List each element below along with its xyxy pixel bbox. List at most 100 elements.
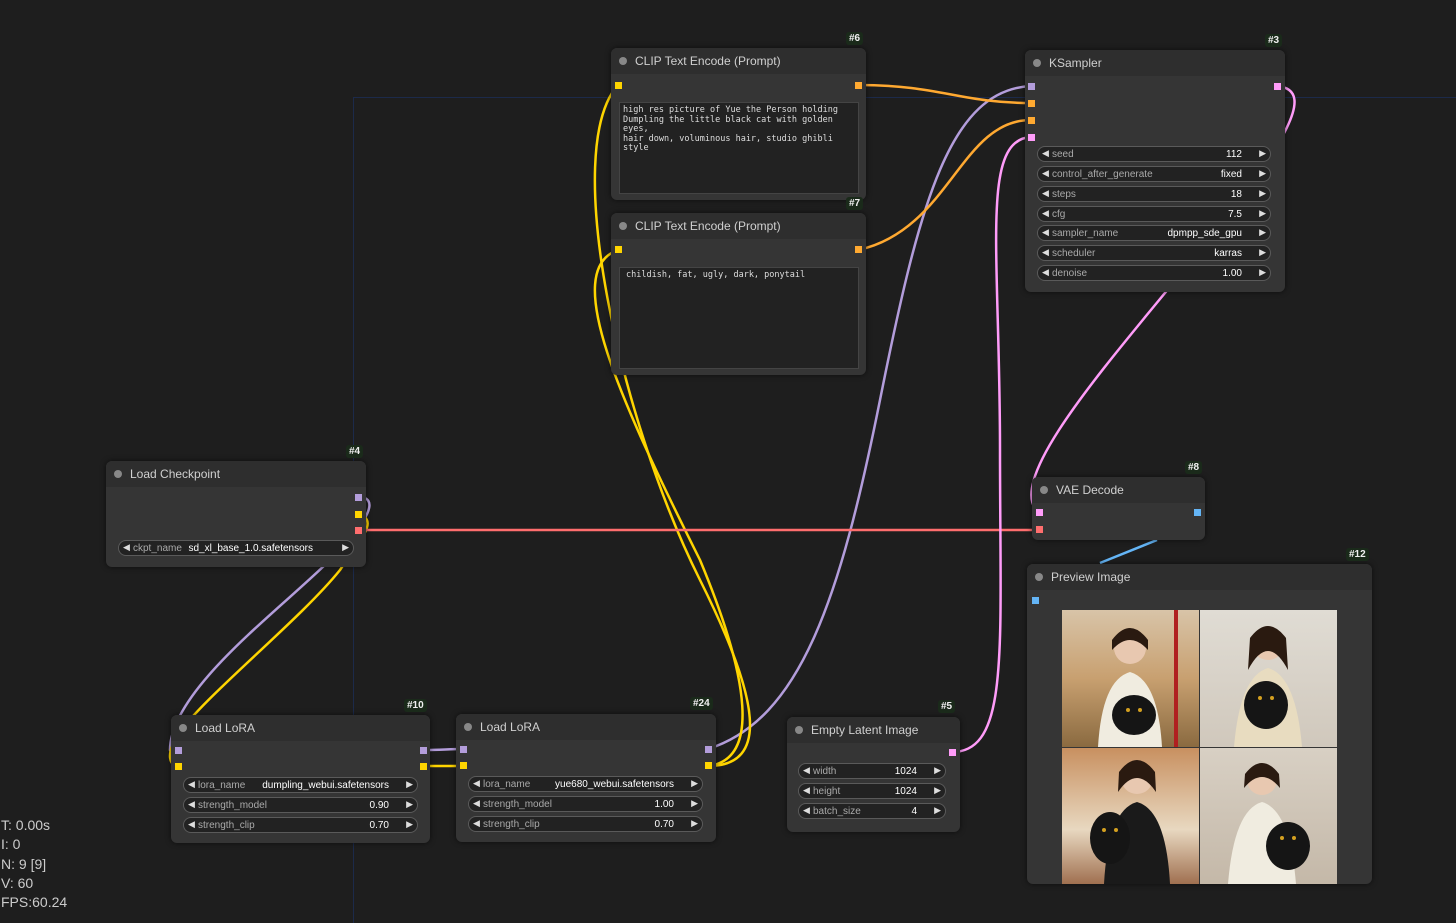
clip-output-slot[interactable] [355, 511, 362, 518]
increment-arrow-icon[interactable]: ▶ [691, 778, 698, 788]
clip-input-slot[interactable] [615, 246, 622, 253]
decrement-arrow-icon[interactable]: ◀ [188, 779, 195, 789]
node-clip-text-encode-positive[interactable]: CLIP Text Encode (Prompt) high res pictu… [611, 48, 866, 200]
decrement-arrow-icon[interactable]: ◀ [473, 818, 480, 828]
decrement-arrow-icon[interactable]: ◀ [1042, 267, 1049, 277]
model-output-slot[interactable] [355, 494, 362, 501]
increment-arrow-icon[interactable]: ▶ [1259, 227, 1266, 237]
increment-arrow-icon[interactable]: ▶ [406, 799, 413, 809]
latent-output-slot[interactable] [949, 749, 956, 756]
model-input-slot[interactable] [460, 746, 467, 753]
increment-arrow-icon[interactable]: ▶ [406, 779, 413, 789]
decrement-arrow-icon[interactable]: ◀ [188, 819, 195, 829]
node-title[interactable]: Preview Image [1027, 564, 1372, 590]
samples-input-slot[interactable] [1036, 509, 1043, 516]
model-input-slot[interactable] [1028, 83, 1035, 90]
collapse-dot-icon[interactable] [1035, 573, 1043, 581]
node-title[interactable]: VAE Decode [1032, 477, 1205, 503]
latent-output-slot[interactable] [1274, 83, 1281, 90]
positive-input-slot[interactable] [1028, 100, 1035, 107]
decrement-arrow-icon[interactable]: ◀ [1042, 148, 1049, 158]
collapse-dot-icon[interactable] [114, 470, 122, 478]
images-input-slot[interactable] [1032, 597, 1039, 604]
collapse-dot-icon[interactable] [619, 57, 627, 65]
collapse-dot-icon[interactable] [1033, 59, 1041, 67]
node-title[interactable]: Empty Latent Image [787, 717, 960, 743]
decrement-arrow-icon[interactable]: ◀ [123, 542, 130, 552]
collapse-dot-icon[interactable] [179, 724, 187, 732]
node-title[interactable]: CLIP Text Encode (Prompt) [611, 48, 866, 74]
node-title[interactable]: Load Checkpoint [106, 461, 366, 487]
prompt-textarea[interactable]: high res picture of Yue the Person holdi… [619, 102, 859, 194]
preview-image-2[interactable] [1200, 610, 1337, 747]
conditioning-output-slot[interactable] [855, 246, 862, 253]
preview-image-1[interactable] [1062, 610, 1199, 747]
negative-input-slot[interactable] [1028, 117, 1035, 124]
decrement-arrow-icon[interactable]: ◀ [803, 765, 810, 775]
node-vae-decode[interactable]: VAE Decode [1032, 477, 1205, 540]
collapse-dot-icon[interactable] [619, 222, 627, 230]
decrement-arrow-icon[interactable]: ◀ [473, 778, 480, 788]
decrement-arrow-icon[interactable]: ◀ [1042, 168, 1049, 178]
decrement-arrow-icon[interactable]: ◀ [188, 799, 195, 809]
vae-input-slot[interactable] [1036, 526, 1043, 533]
conditioning-output-slot[interactable] [855, 82, 862, 89]
increment-arrow-icon[interactable]: ▶ [342, 542, 349, 552]
latent-input-slot[interactable] [1028, 134, 1035, 141]
increment-arrow-icon[interactable]: ▶ [934, 785, 941, 795]
collapse-dot-icon[interactable] [1040, 486, 1048, 494]
decrement-arrow-icon[interactable]: ◀ [1042, 188, 1049, 198]
clip-output-slot[interactable] [705, 762, 712, 769]
increment-arrow-icon[interactable]: ▶ [1259, 168, 1266, 178]
clip-input-slot[interactable] [460, 762, 467, 769]
collapse-dot-icon[interactable] [464, 723, 472, 731]
model-output-slot[interactable] [420, 747, 427, 754]
increment-arrow-icon[interactable]: ▶ [691, 818, 698, 828]
image-output-slot[interactable] [1194, 509, 1201, 516]
decrement-arrow-icon[interactable]: ◀ [1042, 247, 1049, 257]
preview-image-grid[interactable] [1062, 610, 1337, 884]
model-input-slot[interactable] [175, 747, 182, 754]
node-preview-image[interactable]: Preview Image [1027, 564, 1372, 884]
prompt-textarea[interactable]: childish, fat, ugly, dark, ponytail [619, 267, 859, 369]
increment-arrow-icon[interactable]: ▶ [1259, 188, 1266, 198]
decrement-arrow-icon[interactable]: ◀ [803, 785, 810, 795]
decrement-arrow-icon[interactable]: ◀ [803, 805, 810, 815]
decrement-arrow-icon[interactable]: ◀ [1042, 208, 1049, 218]
increment-arrow-icon[interactable]: ▶ [691, 798, 698, 808]
node-title[interactable]: Load LoRA [456, 714, 716, 740]
node-title[interactable]: Load LoRA [171, 715, 430, 741]
increment-arrow-icon[interactable]: ▶ [406, 819, 413, 829]
collapse-dot-icon[interactable] [795, 726, 803, 734]
increment-arrow-icon[interactable]: ▶ [934, 765, 941, 775]
node-title[interactable]: CLIP Text Encode (Prompt) [611, 213, 866, 239]
model-output-slot[interactable] [705, 746, 712, 753]
decrement-arrow-icon[interactable]: ◀ [1042, 227, 1049, 237]
clip-input-slot[interactable] [615, 82, 622, 89]
preview-image-3[interactable] [1062, 748, 1199, 884]
vae-output-slot[interactable] [355, 527, 362, 534]
increment-arrow-icon[interactable]: ▶ [934, 805, 941, 815]
increment-arrow-icon[interactable]: ▶ [1259, 148, 1266, 158]
node-title[interactable]: KSampler [1025, 50, 1285, 76]
